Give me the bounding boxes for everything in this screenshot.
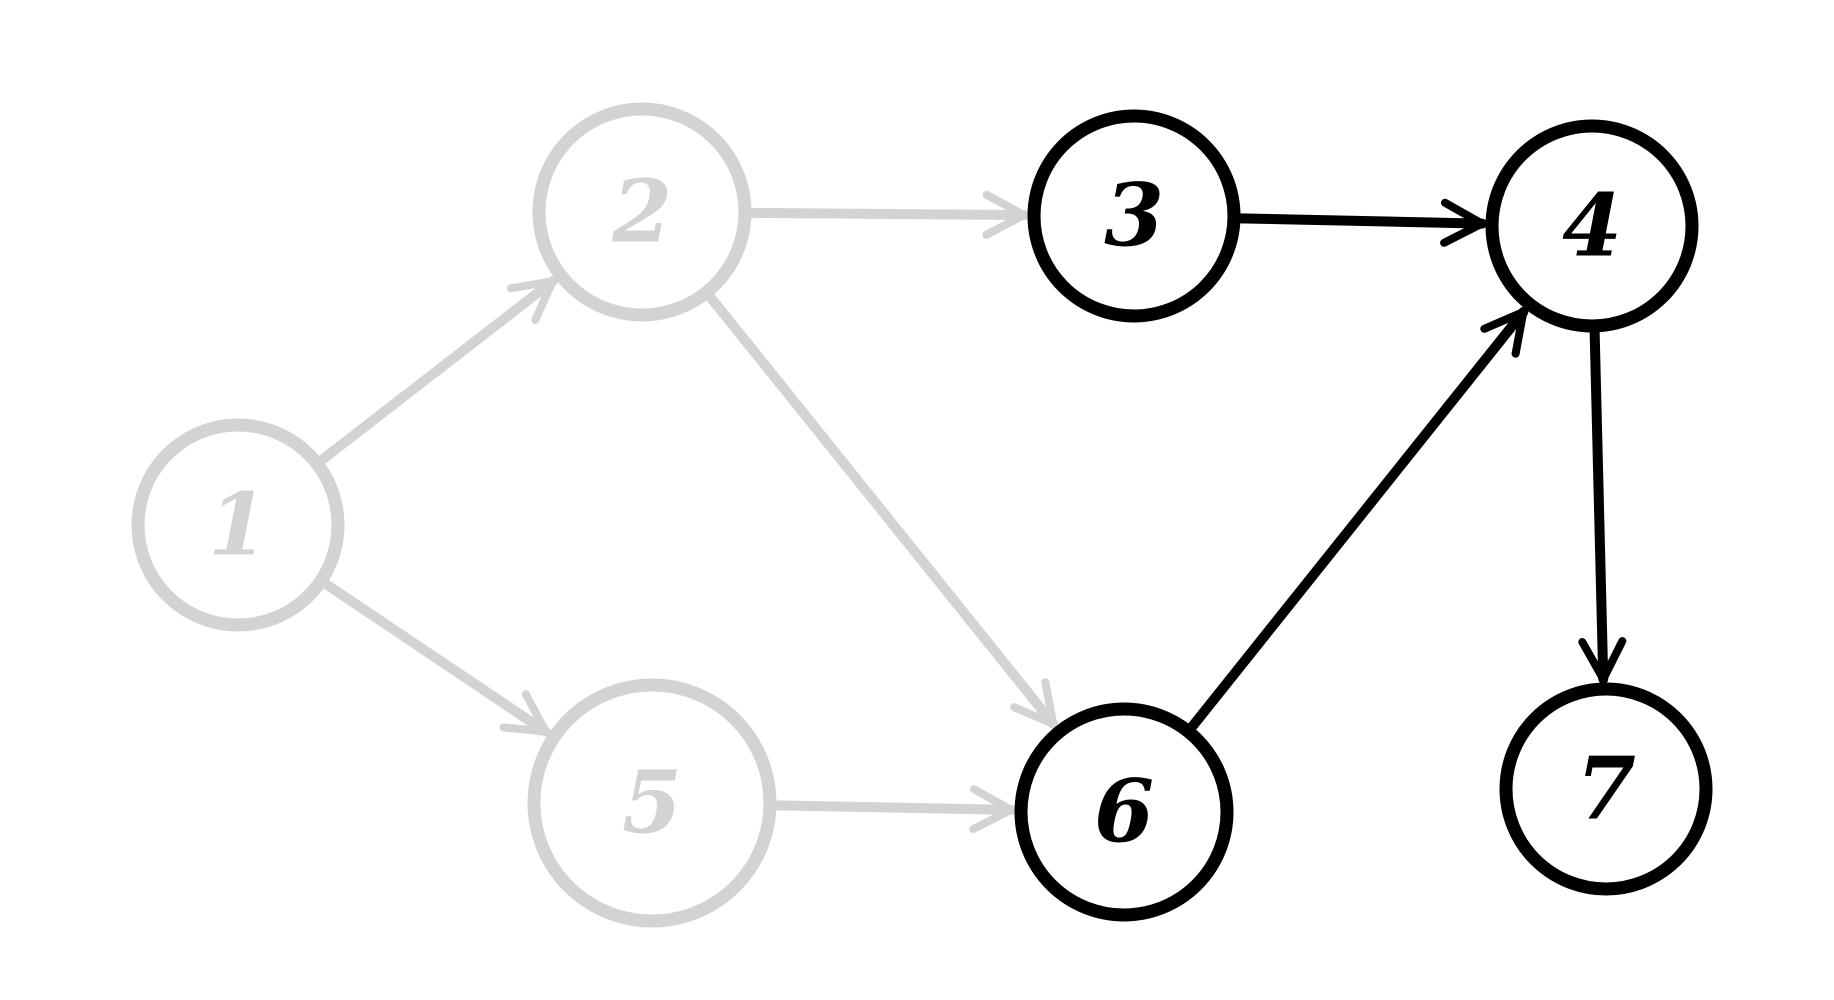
edge-4-to-7 <box>1578 326 1627 685</box>
node-label-1: 1 <box>208 475 268 576</box>
nodes-layer: 1 2 3 4 5 6 7 <box>131 102 1713 928</box>
edge-2-to-6 <box>705 291 1059 729</box>
edge-5-to-6 <box>770 785 1017 834</box>
edge-1-to-5 <box>321 579 551 737</box>
node-label-2: 2 <box>611 162 672 263</box>
node-circle-5 <box>527 678 777 928</box>
node-circle-3 <box>1027 109 1241 323</box>
node-1: 1 <box>131 418 345 632</box>
node-4: 4 <box>1485 119 1699 333</box>
node-label-5: 5 <box>622 753 682 854</box>
node-circle-2 <box>532 102 752 322</box>
edge-1-to-2 <box>316 276 558 466</box>
edge-3-to-4 <box>1234 198 1488 247</box>
edge-6-to-4 <box>1187 306 1529 732</box>
node-label-7: 7 <box>1576 739 1636 840</box>
node-5: 5 <box>527 678 777 928</box>
node-circle-4 <box>1485 119 1699 333</box>
node-3: 3 <box>1027 109 1241 323</box>
node-circle-7 <box>1499 682 1713 896</box>
node-label-6: 6 <box>1094 762 1154 863</box>
node-label-3: 3 <box>1104 166 1164 267</box>
node-7: 7 <box>1499 682 1713 896</box>
node-6: 6 <box>1014 702 1234 922</box>
node-circle-6 <box>1014 702 1234 922</box>
node-2: 2 <box>532 102 752 322</box>
edge-2-to-3 <box>745 190 1030 239</box>
node-label-4: 4 <box>1562 176 1622 277</box>
edges-layer <box>316 190 1627 834</box>
node-circle-1 <box>131 418 345 632</box>
